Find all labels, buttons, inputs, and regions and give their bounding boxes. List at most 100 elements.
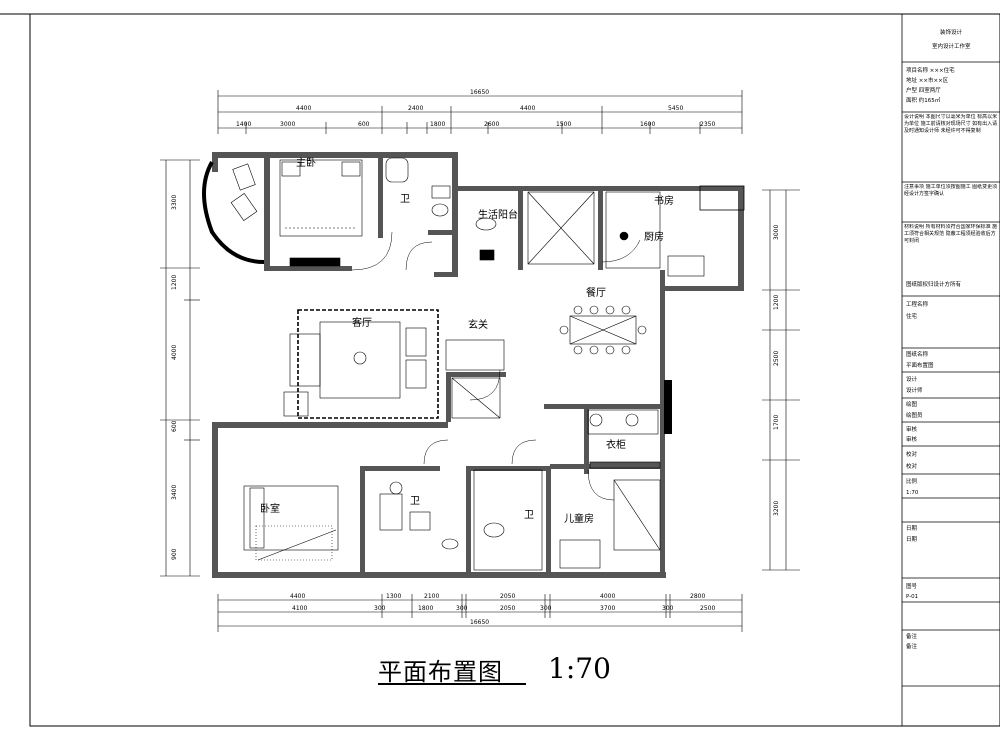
tb-field-0-value: 住宅 [906,312,918,320]
drawing-frame [29,13,1000,727]
room-child: 儿童房 [564,512,594,525]
room-dining: 餐厅 [586,286,606,299]
bottom-detail-1: 4100 [292,605,307,612]
tb-notes-1: 设计说明 本图尺寸以毫米为单位 标高以米为单位 施工前请核对现场尺寸 如有出入请… [904,114,998,134]
top-detail-4: 1800 [430,121,445,128]
right-dim-4: 1700 [773,415,780,430]
top-detail-2: 3000 [280,121,295,128]
tb-field-3-value: 绘图员 [906,411,923,419]
tb-notes-2-wrap: 注意事项 施工单位须按图施工 图纸变更须经设计方签字确认 [904,184,998,197]
tb-field-8-value: P-01 [906,594,918,600]
tb-field-4-label: 审核 [906,425,918,433]
top-total-dim: 16650 [470,89,489,96]
title-block [901,14,1000,726]
top-detail-8: 2350 [700,121,715,128]
left-dim-6: 900 [171,548,178,560]
tb-field-8-label: 图号 [906,582,918,590]
top-dim-3: 4400 [520,105,535,112]
top-detail-7: 1600 [640,121,655,128]
tb-field-1-label: 图纸名称 [906,350,929,358]
tb-field-9-value: 备注 [906,642,918,650]
room-closet: 衣柜 [606,438,626,451]
left-dim-1: 3300 [171,195,178,210]
walls [212,152,745,578]
tb-project-1: 项目名称 ×××住宅 [906,66,955,74]
top-detail-1: 1400 [236,121,251,128]
top-dimensions [217,90,743,134]
bottom-detail-3: 1800 [418,605,433,612]
tb-field-2-label: 设计 [906,375,918,383]
bottom-dim-5: 4000 [600,593,615,600]
bottom-detail-6: 300 [540,605,552,612]
room-laundry: 生活阳台 [478,208,518,221]
top-dim-2: 2400 [408,105,423,112]
tb-field-9-label: 备注 [906,632,918,640]
tb-field-3-label: 绘图 [906,400,918,408]
room-bath-3: 卫 [524,510,534,521]
tb-notes-2: 注意事项 施工单位须按图施工 图纸变更须经设计方签字确认 [904,184,998,197]
bottom-detail-5: 2050 [500,605,515,612]
tb-project-4: 面积 约165㎡ [906,96,941,104]
right-dim-5: 3200 [773,501,780,516]
bottom-dim-6: 2800 [690,593,705,600]
bottom-dim-3: 2100 [424,593,439,600]
room-master-bedroom: 主卧 [296,156,316,169]
tb-field-5-value: 校对 [906,462,918,470]
left-dimensions [160,159,200,577]
furniture [230,157,705,571]
living-ceiling-outline [297,309,439,419]
room-bath-2: 卫 [410,496,420,507]
top-dim-4: 5450 [668,105,683,112]
left-dim-5: 3400 [171,485,178,500]
tb-notes-3-wrap: 材料说明 所有材料须符合国家环保标准 施工须符合相关规范 隐蔽工程须经验收后方可… [904,224,997,244]
top-dim-1: 4400 [296,105,311,112]
room-entrance: 玄关 [468,318,488,331]
bottom-detail-8: 300 [662,605,674,612]
tb-company: 室内设计工作室 [932,42,971,50]
room-elder-bedroom: 卧室 [260,502,280,515]
drawing-scale: 1:70 [548,652,611,685]
tb-notes-4: 图纸版权归设计方所有 [906,280,962,288]
tb-field-6-value: 1:70 [906,490,919,496]
room-living: 客厅 [352,316,372,329]
top-detail-3: 600 [358,121,370,128]
bottom-dim-4: 2050 [500,593,515,600]
bottom-detail-2: 300 [374,605,386,612]
room-study: 书房 [654,194,674,207]
bay-window [202,161,265,264]
tb-project-3: 户型 四室两厅 [906,86,941,94]
door-swings [351,231,641,501]
tb-field-5-label: 校对 [906,450,918,458]
right-dim-2: 1200 [773,295,780,310]
room-kitchen: 厨房 [644,230,664,243]
left-dim-2: 1200 [171,275,178,290]
bottom-dim-1: 4400 [290,593,305,600]
room-bath-1: 卫 [400,194,410,205]
title-underline [378,683,526,685]
tb-project-2: 地址 ××市××区 [906,76,949,84]
drawing-title: 平面布置图 [378,658,503,686]
tb-field-1-value: 平面布置图 [906,361,934,369]
tb-field-2-value: 设计师 [906,386,923,394]
top-detail-5: 2600 [484,121,499,128]
right-dimensions [762,189,800,571]
bottom-dim-2: 1300 [386,593,401,600]
bottom-detail-4: 300 [456,605,468,612]
right-dim-3: 2500 [773,351,780,366]
bottom-dimensions [217,594,743,632]
tb-field-7-value: 日期 [906,536,918,543]
left-dim-3: 4000 [171,345,178,360]
tb-field-0-label: 工程名称 [906,300,929,308]
left-dim-4: 600 [171,420,178,432]
right-dim-1: 3000 [773,225,780,240]
top-detail-6: 1500 [556,121,571,128]
bottom-detail-9: 2500 [700,605,715,612]
master-bed [279,159,363,237]
tb-field-7-label: 日期 [906,525,918,532]
bottom-total-dim: 16650 [470,619,489,626]
bottom-detail-7: 3700 [600,605,615,612]
tb-field-6-label: 比例 [906,477,918,485]
tb-notes-1-wrap: 设计说明 本图尺寸以毫米为单位 标高以米为单位 施工前请核对现场尺寸 如有出入请… [904,114,998,134]
tb-logo: 装饰设计 [940,28,963,36]
